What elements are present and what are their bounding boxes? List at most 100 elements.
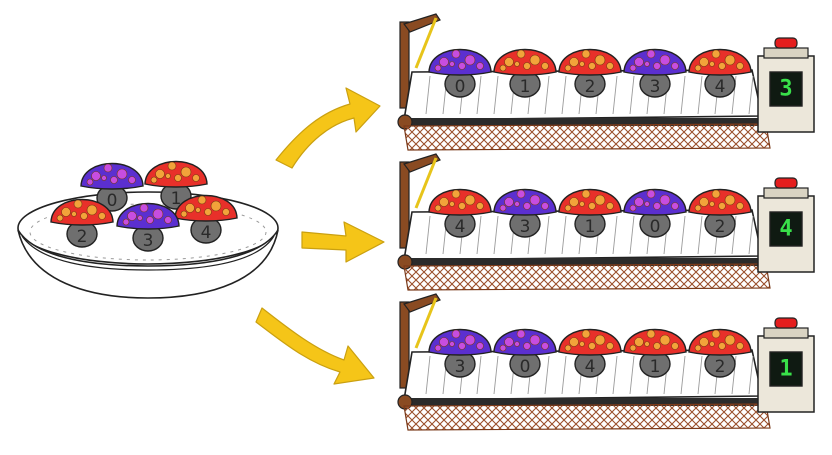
belt-line bbox=[680, 355, 686, 395]
mushroom-spot bbox=[653, 342, 661, 350]
mushroom-spot bbox=[516, 329, 526, 339]
belt-line bbox=[612, 215, 618, 255]
mushroom-spot bbox=[458, 202, 466, 210]
belt-line bbox=[680, 215, 686, 255]
mushroom-spot bbox=[653, 62, 661, 70]
mushroom-cap bbox=[116, 202, 180, 230]
mushroom-cap bbox=[558, 328, 622, 356]
mushroom-spot bbox=[569, 337, 579, 347]
belt-line bbox=[629, 355, 635, 395]
mushroom-spot bbox=[504, 197, 514, 207]
belt-line bbox=[493, 355, 499, 395]
mushroom-number: 3 bbox=[650, 77, 661, 97]
counter-display-digit: 4 bbox=[779, 217, 792, 242]
mushroom-spot bbox=[451, 189, 461, 199]
mushroom-spot bbox=[197, 195, 207, 205]
belt-line bbox=[748, 215, 754, 255]
mushroom-spot bbox=[139, 203, 149, 213]
conveyor-base bbox=[403, 123, 771, 151]
mushroom-spot bbox=[449, 341, 455, 347]
mushroom-spot bbox=[439, 57, 449, 67]
conveyor-mushroom: 4 bbox=[688, 48, 752, 98]
mushroom-spot bbox=[594, 54, 606, 66]
mushroom-spot bbox=[724, 54, 736, 66]
mushroom-spot bbox=[464, 334, 476, 346]
belt-line bbox=[612, 355, 618, 395]
belt-line bbox=[425, 75, 431, 115]
mushroom-spot bbox=[671, 202, 679, 210]
mushroom-spot bbox=[659, 54, 671, 66]
counter-button[interactable] bbox=[774, 317, 798, 329]
mushroom-number: 3 bbox=[455, 357, 466, 377]
mushroom-spot bbox=[588, 202, 596, 210]
mushroom-spot bbox=[646, 189, 656, 199]
mushroom-number: 1 bbox=[520, 77, 531, 97]
mushroom-spot bbox=[541, 342, 549, 350]
belt-line bbox=[476, 75, 482, 115]
counter-button[interactable] bbox=[774, 177, 798, 189]
mushroom-spot bbox=[128, 176, 136, 184]
counter-display bbox=[769, 351, 803, 387]
mushroom-spot bbox=[514, 201, 520, 207]
mushroom-spot bbox=[634, 57, 644, 67]
mushroom-cap bbox=[50, 198, 114, 226]
counter-display bbox=[769, 211, 803, 247]
belt-line bbox=[476, 215, 482, 255]
belt-line bbox=[561, 75, 567, 115]
mushroom-spot bbox=[439, 197, 449, 207]
conveyor-mushroom: 3 bbox=[493, 188, 557, 238]
mushroom-spot bbox=[529, 334, 541, 346]
mushroom-cap bbox=[623, 48, 687, 76]
bowl-body bbox=[17, 229, 279, 299]
mushroom-spot bbox=[127, 211, 137, 221]
counter-button[interactable] bbox=[774, 37, 798, 49]
conveyor-mushroom: 2 bbox=[688, 188, 752, 238]
conveyor-base bbox=[403, 263, 771, 291]
counter-top bbox=[763, 327, 809, 339]
mushroom-cap bbox=[428, 48, 492, 76]
mushroom-spot bbox=[588, 62, 596, 70]
mushroom-spot bbox=[204, 208, 212, 216]
arrow-up-right bbox=[275, 87, 381, 169]
mushroom-spot bbox=[464, 54, 476, 66]
mushroom-spot bbox=[61, 207, 71, 217]
mushroom-spot bbox=[646, 329, 656, 339]
conveyor-mushroom: 1 bbox=[558, 188, 622, 238]
mushroom-spot bbox=[634, 197, 644, 207]
bowl-mushroom: 2 bbox=[50, 198, 114, 248]
conveyor-mushroom: 3 bbox=[428, 328, 492, 378]
mushroom-cap bbox=[144, 160, 208, 188]
mushroom-spot bbox=[476, 342, 484, 350]
mushroom-cap bbox=[428, 328, 492, 356]
mushroom-cap bbox=[493, 328, 557, 356]
mushroom-spot bbox=[564, 344, 572, 352]
mushroom-spot bbox=[192, 174, 200, 182]
mushroom-spot bbox=[122, 218, 130, 226]
belt-line bbox=[561, 215, 567, 255]
conveyor-mushroom: 4 bbox=[428, 188, 492, 238]
mushroom-spot bbox=[91, 171, 101, 181]
mushroom-spot bbox=[180, 166, 192, 178]
mushroom-spot bbox=[594, 194, 606, 206]
mushroom-spot bbox=[606, 342, 614, 350]
conveyor-mushroom: 0 bbox=[623, 188, 687, 238]
mushroom-number: 3 bbox=[143, 231, 154, 251]
mushroom-spot bbox=[724, 334, 736, 346]
mushroom-spot bbox=[434, 204, 442, 212]
mushroom-spot bbox=[659, 334, 671, 346]
mushroom-spot bbox=[529, 54, 541, 66]
bowl-lip bbox=[21, 235, 275, 271]
mushroom-spot bbox=[73, 199, 83, 209]
conveyor-arm bbox=[403, 293, 441, 313]
mushroom-number: 1 bbox=[650, 357, 661, 377]
conveyor-mushroom: 0 bbox=[428, 48, 492, 98]
mushroom-spot bbox=[210, 200, 222, 212]
mushroom-spot bbox=[629, 204, 637, 212]
mushroom-spot bbox=[514, 61, 520, 67]
mushroom-spot bbox=[671, 342, 679, 350]
mushroom-spot bbox=[116, 168, 128, 180]
belt-line bbox=[697, 75, 703, 115]
mushroom-spot bbox=[694, 204, 702, 212]
mushroom-number: 0 bbox=[650, 217, 661, 237]
